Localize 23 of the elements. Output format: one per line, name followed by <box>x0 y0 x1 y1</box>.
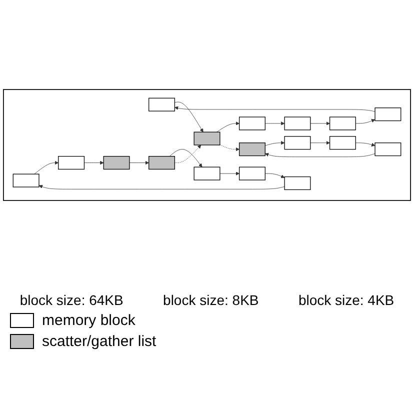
node-box <box>329 136 356 150</box>
block-size-label: block size: 8KB <box>163 292 259 308</box>
node-box <box>148 156 176 170</box>
legend-text: scatter/gather list <box>42 333 156 350</box>
node-box <box>194 132 220 146</box>
node-box <box>284 116 311 130</box>
node-box <box>374 108 402 122</box>
node-box <box>194 166 220 180</box>
node-box <box>238 142 266 156</box>
node-box <box>329 116 356 130</box>
node-box <box>148 98 176 112</box>
cluster <box>3 89 411 201</box>
node-box <box>374 142 402 156</box>
legend-text: memory block <box>42 312 136 329</box>
block-size-label: block size: 4KB <box>298 292 394 308</box>
node-box <box>284 176 311 190</box>
node-box <box>58 156 85 170</box>
node-box <box>12 174 40 188</box>
node-box <box>238 166 266 180</box>
node-box <box>284 136 311 150</box>
node-box <box>103 156 130 170</box>
block-size-label: block size: 64KB <box>20 292 124 308</box>
node-box <box>238 116 266 130</box>
